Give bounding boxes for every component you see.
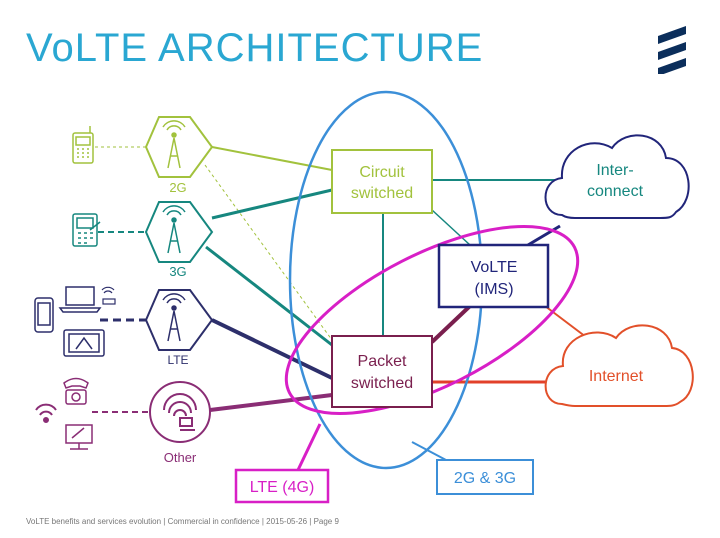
wifi-router-icon bbox=[163, 393, 197, 431]
interconnect-cloud: Inter- connect bbox=[544, 134, 690, 219]
hex-2g bbox=[144, 116, 214, 178]
label-other: Other bbox=[164, 450, 197, 465]
internet-cloud: Internet bbox=[544, 324, 694, 407]
packet-switched-node: Packet switched bbox=[331, 335, 433, 408]
label-lte: LTE bbox=[167, 353, 188, 367]
slide-title: VoLTE ARCHITECTURE bbox=[26, 26, 484, 70]
circle-other bbox=[149, 381, 211, 443]
svg-text:VoLTE: VoLTE bbox=[471, 259, 518, 276]
wifi-icon bbox=[35, 403, 57, 423]
lte-domain-ellipse bbox=[284, 225, 580, 415]
circuit-switched-node: Circuit switched bbox=[331, 149, 433, 214]
antenna-icon bbox=[162, 120, 186, 169]
pc-icon bbox=[65, 424, 93, 450]
lte-4g-label-box: LTE (4G) bbox=[234, 468, 330, 504]
svg-text:LTE (4G): LTE (4G) bbox=[250, 479, 315, 496]
svg-text:connect: connect bbox=[587, 183, 644, 200]
antenna-icon bbox=[162, 293, 186, 342]
svg-text:Inter-: Inter- bbox=[596, 162, 633, 179]
slide-footer: VoLTE benefits and services evolution | … bbox=[26, 517, 339, 526]
tablet-3g-icon bbox=[72, 213, 101, 247]
2g-3g-label-box: 2G & 3G bbox=[436, 459, 534, 495]
volte-ims-node: VoLTE (IMS) bbox=[437, 243, 550, 309]
smartphone-icon bbox=[34, 297, 54, 333]
svg-text:switched: switched bbox=[351, 375, 413, 392]
hex-3g bbox=[144, 201, 214, 263]
svg-text:(IMS): (IMS) bbox=[474, 281, 513, 298]
tablet-lte-icon bbox=[63, 329, 105, 357]
wifi-icon bbox=[101, 286, 116, 305]
svg-text:switched: switched bbox=[351, 185, 413, 202]
label-3g: 3G bbox=[169, 264, 186, 279]
laptop-icon bbox=[58, 286, 102, 313]
hex-lte bbox=[144, 289, 214, 351]
svg-text:Internet: Internet bbox=[589, 368, 644, 385]
telephone-icon bbox=[63, 377, 89, 405]
antenna-icon bbox=[162, 205, 186, 254]
svg-text:2G & 3G: 2G & 3G bbox=[454, 470, 516, 487]
svg-text:Packet: Packet bbox=[358, 353, 407, 370]
label-2g: 2G bbox=[169, 180, 186, 195]
ericsson-logo bbox=[658, 26, 686, 74]
phone-2g-icon bbox=[72, 126, 94, 164]
svg-text:Circuit: Circuit bbox=[359, 164, 405, 181]
